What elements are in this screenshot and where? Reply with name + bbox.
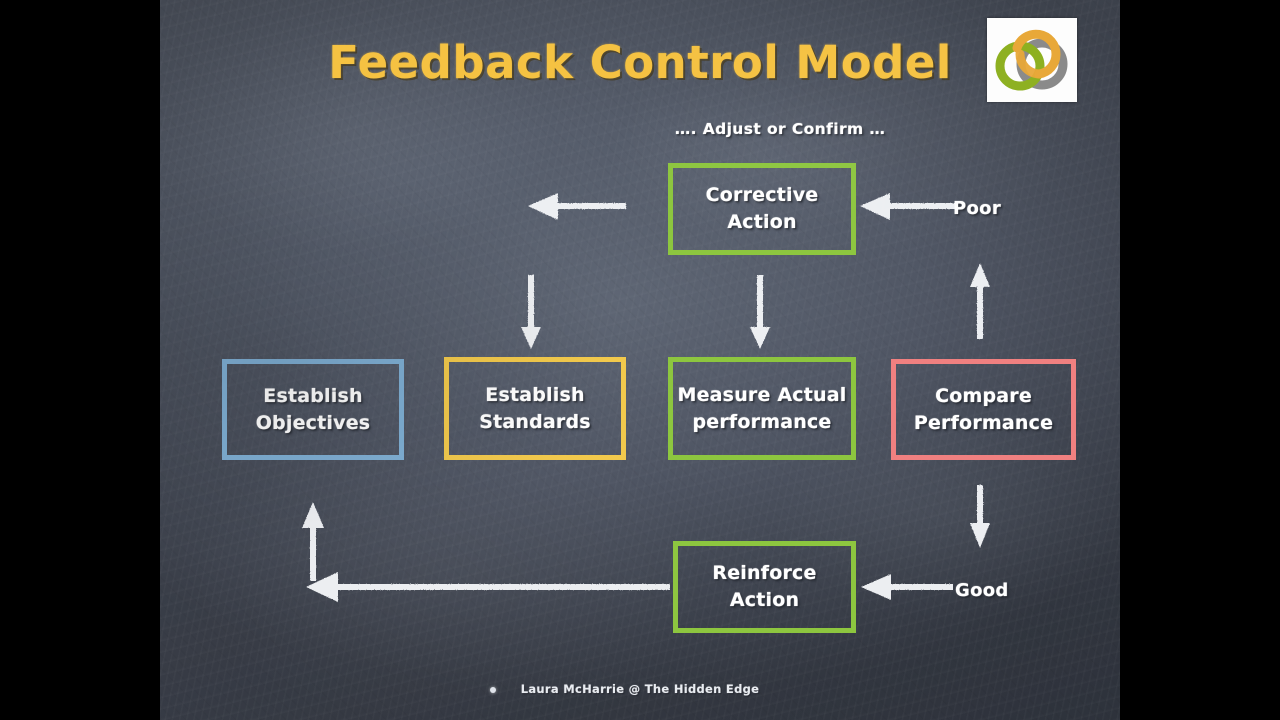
flow-arrows — [302, 193, 990, 602]
node-measure-actual-performance-line2: performance — [692, 410, 832, 433]
node-compare-performance-line2: Performance — [913, 411, 1054, 434]
node-compare-performance[interactable]: Compare Performance — [891, 359, 1076, 460]
footer-bullet-dot — [490, 687, 496, 693]
page-title: Feedback Control Model — [328, 36, 952, 89]
edge-label-poor: Poor — [953, 198, 1002, 219]
node-measure-actual-performance-line1: Measure Actual — [677, 383, 847, 406]
node-reinforce-action-line2: Action — [729, 589, 800, 611]
chalkboard-canvas: Feedback Control Model …. Adjust or Conf… — [160, 0, 1120, 720]
adjust-or-confirm-label: …. Adjust or Confirm … — [674, 120, 886, 138]
letterbox-left-bar — [0, 0, 160, 720]
logo-ring-orange-cross — [1015, 49, 1044, 79]
node-establish-objectives-line2: Objectives — [255, 411, 371, 434]
logo-ring-orange — [1012, 29, 1061, 79]
node-establish-standards-line2: Standards — [479, 410, 591, 433]
node-reinforce-action[interactable]: Reinforce Action — [673, 541, 856, 633]
footer-credit: Laura McHarrie @ The Hidden Edge — [520, 682, 760, 696]
node-establish-objectives[interactable]: Establish Objectives — [222, 359, 404, 460]
node-reinforce-action-line1: Reinforce — [712, 562, 817, 585]
node-establish-standards-line1: Establish — [485, 383, 585, 406]
edge-label-good: Good — [955, 580, 1009, 601]
node-establish-objectives-line1: Establish — [263, 384, 363, 407]
node-corrective-action-line1: Corrective — [705, 184, 819, 207]
node-compare-performance-line1: Compare — [935, 384, 1032, 407]
node-establish-standards[interactable]: Establish Standards — [444, 357, 626, 460]
node-corrective-action-line2: Action — [727, 211, 797, 233]
node-measure-actual-performance[interactable]: Measure Actual performance — [668, 357, 856, 460]
letterbox-right-bar — [1120, 0, 1280, 720]
brand-logo — [987, 18, 1077, 102]
node-corrective-action[interactable]: Corrective Action — [668, 163, 856, 255]
